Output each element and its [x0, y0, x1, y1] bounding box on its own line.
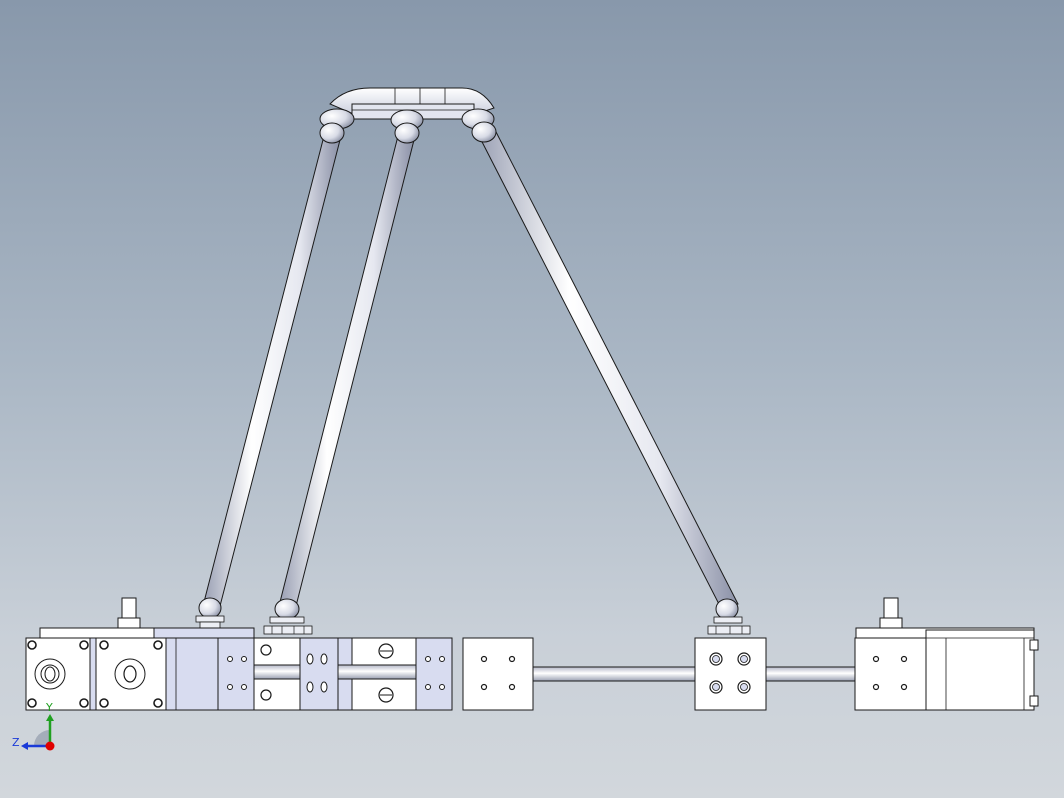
coordinate-triad: Y Z: [12, 701, 55, 751]
upper-ball-joint-right: [461, 108, 497, 143]
stepper-motor-left-1: [25, 627, 159, 711]
z-axis-arrow: [21, 742, 28, 750]
lower-ball-joint-right: [707, 598, 751, 635]
y-axis-label: Y: [45, 701, 53, 714]
y-axis-arrow: [46, 714, 54, 721]
left-slider-carriage: [153, 627, 255, 711]
lower-ball-joint-left: [195, 597, 225, 629]
stepper-motor-right: [854, 597, 1039, 711]
center-mount-block: [462, 637, 534, 711]
parallel-rod-right: [477, 127, 739, 611]
upper-ball-joint-left: [319, 108, 355, 144]
parallel-rod-left: [203, 135, 341, 607]
upper-ball-joint-middle: [390, 109, 424, 144]
moving-platform: [329, 87, 495, 120]
middle-slider-carriage: [253, 637, 453, 711]
right-slider-carriage: [694, 637, 767, 711]
lower-ball-joint-middle: [263, 598, 313, 635]
z-axis-label: Z: [12, 736, 20, 749]
x-axis-dot: [45, 741, 55, 751]
stepper-motor-left-2: [89, 597, 167, 711]
parallel-rod-middle: [279, 135, 415, 607]
